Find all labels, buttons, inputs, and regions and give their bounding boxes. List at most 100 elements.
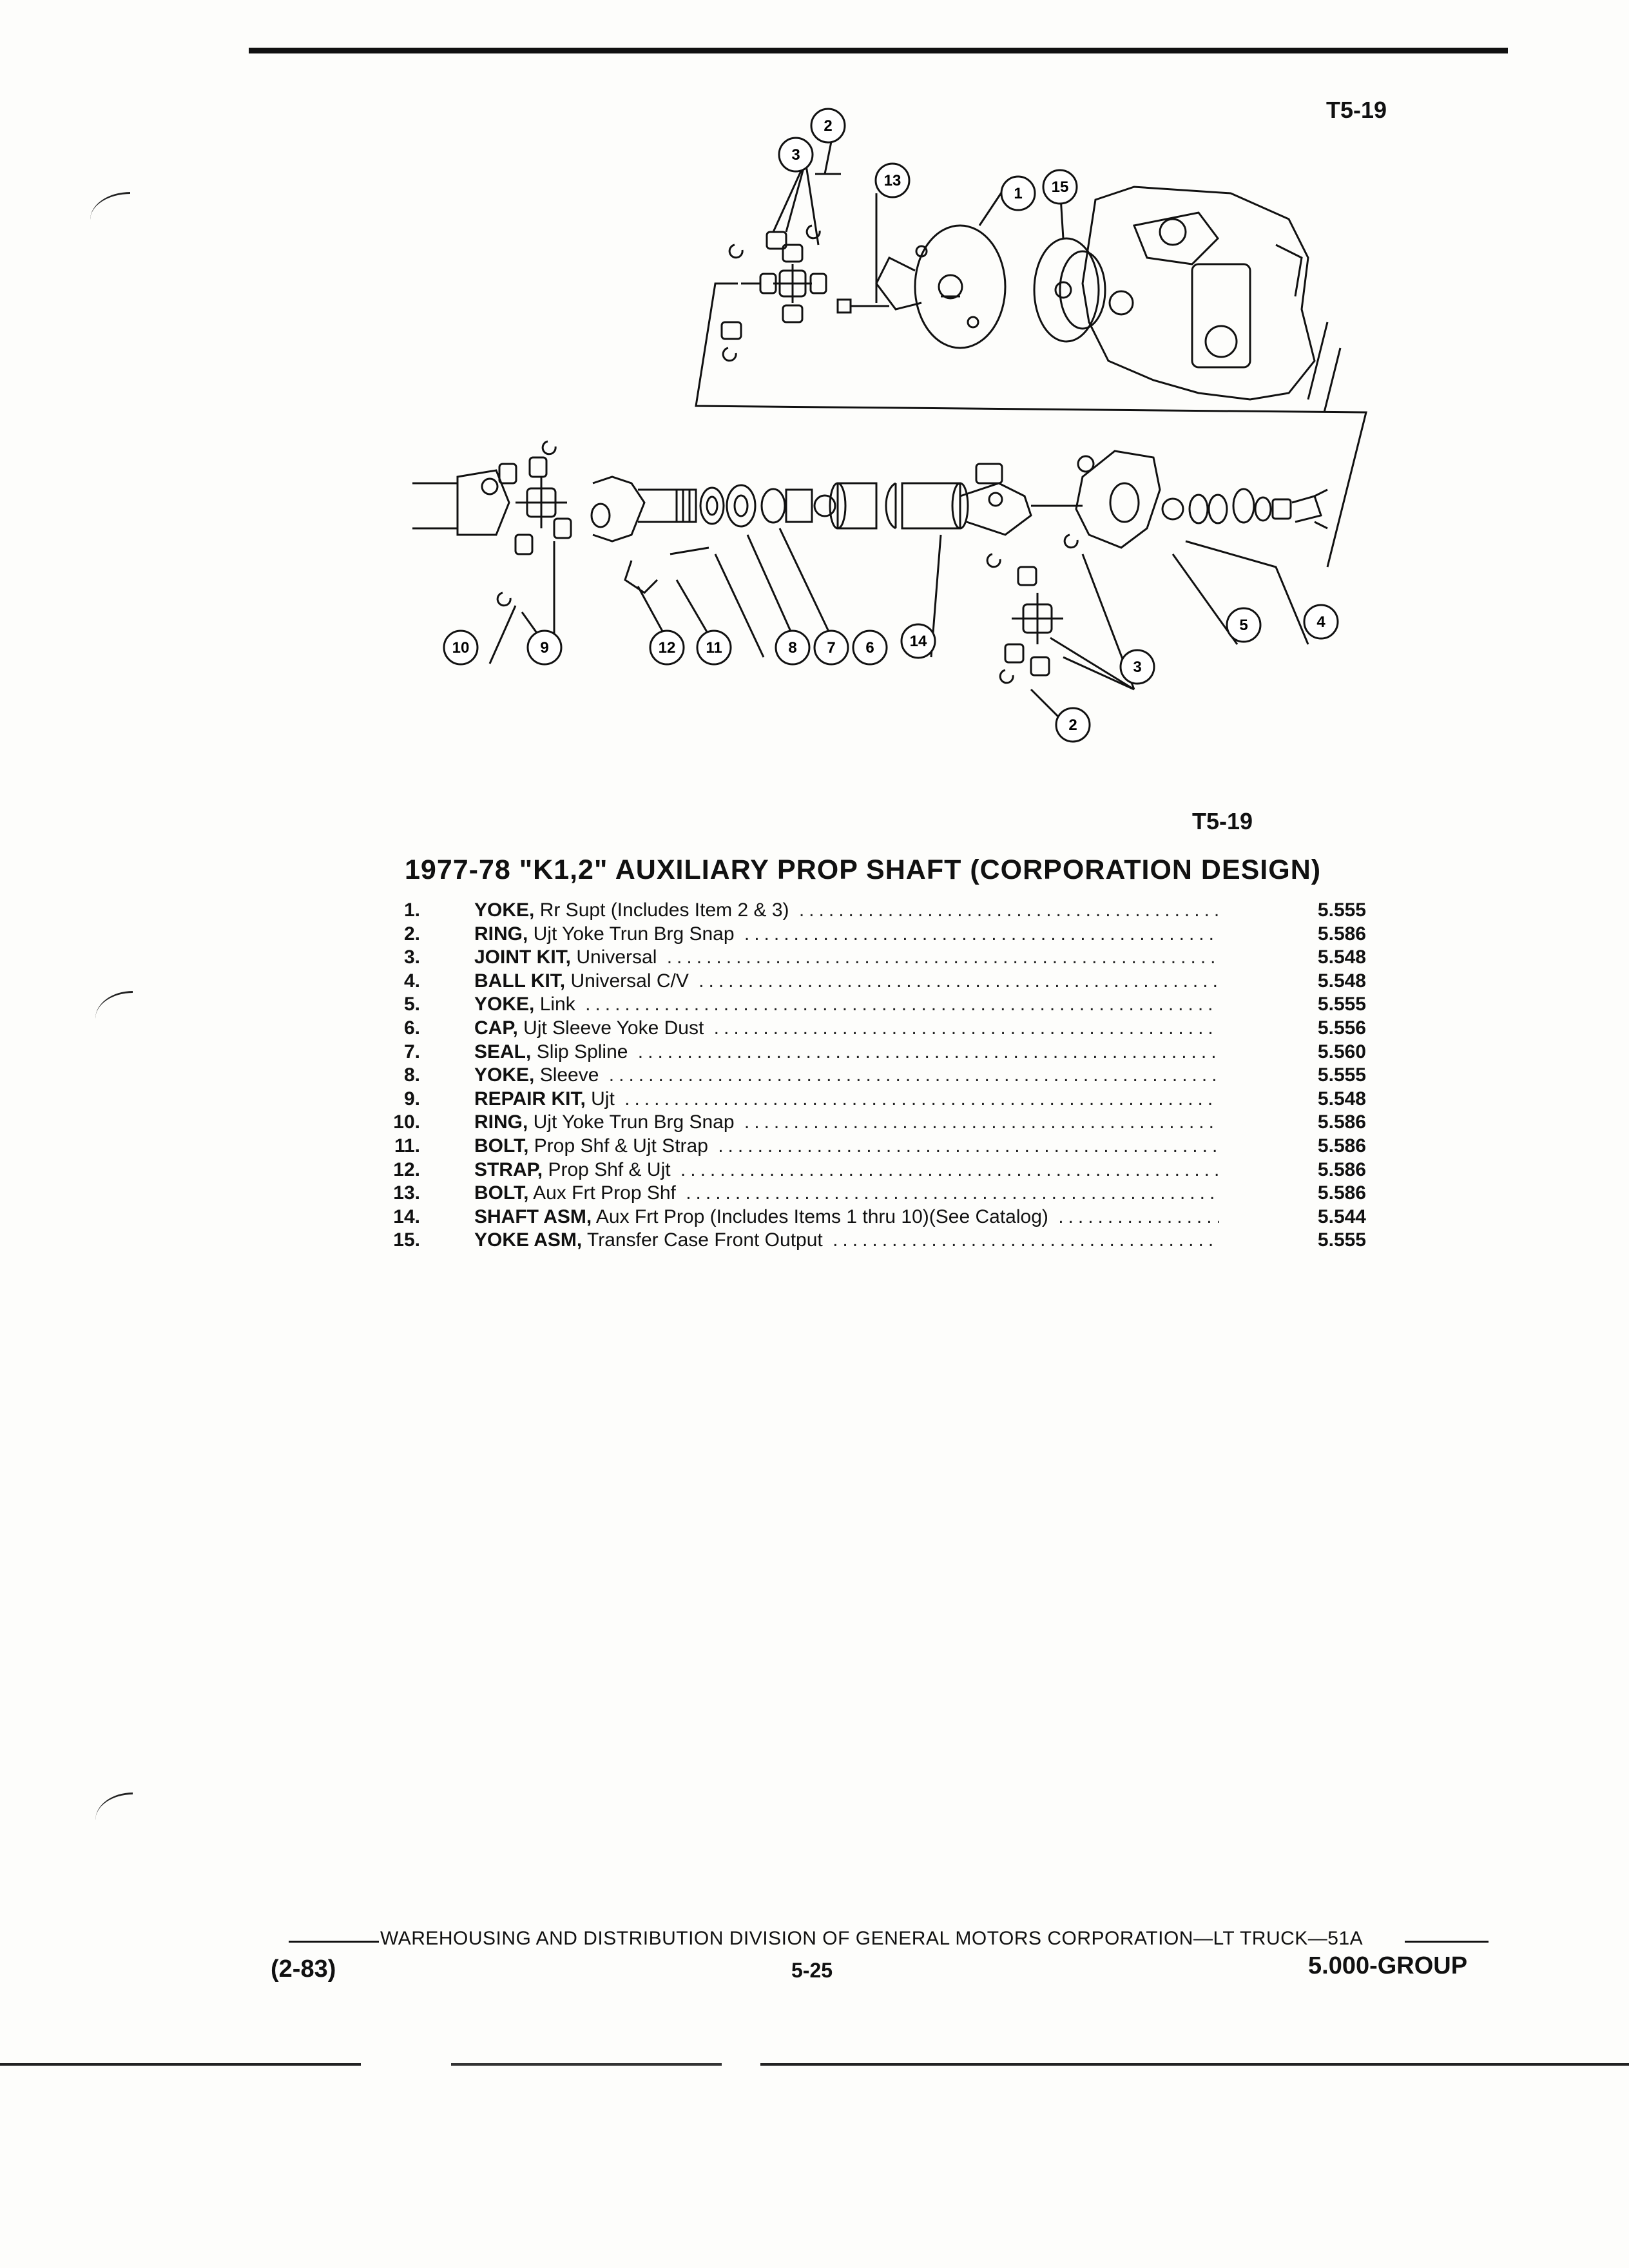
group-number: 5.556 [1317, 1017, 1366, 1039]
part-row: 9. REPAIR KIT, Ujt ......................… [361, 1088, 1366, 1111]
part-name: RING, [474, 923, 528, 945]
callout-4: 4 [1316, 613, 1325, 631]
part-description: REPAIR KIT, Ujt ........................… [474, 1088, 1219, 1111]
part-detail: Link [534, 994, 575, 1015]
part-detail: Universal [571, 947, 657, 968]
part-row: 10. RING, Ujt Yoke Trun Brg Snap ........… [361, 1111, 1366, 1135]
leader-dots: ........................................… [686, 1182, 1219, 1204]
callout-11: 11 [706, 639, 722, 657]
part-number: 7. [403, 1041, 420, 1062]
part-number: 1. [403, 899, 420, 921]
part-name: YOKE, [474, 899, 535, 921]
part-row: 2. RING, Ujt Yoke Trun Brg Snap .........… [361, 923, 1366, 947]
part-number: 14. [393, 1206, 420, 1227]
group-number: 5.555 [1317, 1064, 1366, 1086]
callout-2b: 2 [1068, 716, 1077, 734]
callout-2: 2 [824, 117, 832, 135]
section-title: 1977-78 "K1,2" AUXILIARY PROP SHAFT (COR… [405, 854, 1322, 885]
part-number: 9. [403, 1088, 420, 1110]
part-detail: Slip Spline [531, 1041, 628, 1062]
group-number: 5.555 [1317, 994, 1366, 1015]
part-row: 7. SEAL, Slip Spline ....................… [361, 1041, 1366, 1064]
part-name: BALL KIT, [474, 970, 566, 992]
part-detail: Prop Shf & Ujt Strap [528, 1135, 708, 1157]
part-description: SEAL, Slip Spline ......................… [474, 1041, 1219, 1064]
footer-group: 5.000-GROUP [1308, 1952, 1468, 1979]
group-number: 5.586 [1317, 1182, 1366, 1204]
part-number: 15. [393, 1229, 420, 1251]
part-description: BOLT, Prop Shf & Ujt Strap .............… [474, 1135, 1219, 1158]
margin-mark [95, 991, 133, 1019]
part-row: 8. YOKE, Sleeve .........................… [361, 1064, 1366, 1088]
part-detail: Aux Frt Prop Shf [528, 1182, 676, 1204]
leader-dots: ........................................… [833, 1229, 1219, 1251]
part-number: 8. [403, 1064, 420, 1086]
parts-list: 1. YOKE, Rr Supt (Includes Item 2 & 3) ..… [361, 899, 1366, 1253]
leader-dots: ........................................… [585, 994, 1219, 1015]
part-detail: Rr Supt (Includes Item 2 & 3) [534, 899, 789, 921]
part-detail: Universal C/V [565, 970, 689, 992]
part-description: JOINT KIT, Universal ...................… [474, 946, 1219, 970]
leader-dots: ........................................… [713, 1017, 1219, 1039]
group-number: 5.555 [1317, 1229, 1366, 1251]
part-name: CAP, [474, 1017, 518, 1039]
part-description: YOKE ASM, Transfer Case Front Output ...… [474, 1229, 1219, 1253]
leader-dots: ........................................… [680, 1158, 1219, 1180]
part-number: 2. [403, 923, 420, 945]
part-name: RING, [474, 1111, 528, 1133]
callout-3: 3 [791, 146, 800, 164]
callout-8: 8 [788, 639, 796, 657]
callout-6: 6 [865, 639, 874, 657]
callout-12: 12 [659, 639, 676, 657]
part-row: 4. BALL KIT, Universal C/V ..............… [361, 970, 1366, 994]
leader-dots: ........................................… [624, 1088, 1219, 1110]
part-row: 15. YOKE ASM, Transfer Case Front Output … [361, 1229, 1366, 1253]
part-detail: Ujt Sleeve Yoke Dust [517, 1017, 704, 1039]
leader-dots: ........................................… [666, 947, 1219, 968]
leader-dots: ........................................… [608, 1064, 1219, 1086]
exploded-view-illustration: 2 3 13 1 15 10 9 12 11 8 7 6 14 5 4 3 2 [412, 108, 1367, 743]
part-name: YOKE ASM, [474, 1229, 583, 1251]
leader-dots: ........................................… [699, 970, 1219, 992]
group-number: 5.586 [1317, 1111, 1366, 1133]
group-number: 5.586 [1317, 1158, 1366, 1180]
leader-dots: ........................................… [744, 923, 1219, 945]
leader-dots: ........................................… [798, 899, 1219, 921]
footer-date: (2-83) [271, 1956, 336, 1983]
part-description: BOLT, Aux Frt Prop Shf .................… [474, 1182, 1219, 1206]
leader-dots: ........................................… [718, 1135, 1219, 1157]
part-number: 10. [393, 1111, 420, 1133]
group-number: 5.555 [1317, 899, 1366, 921]
part-description: STRAP, Prop Shf & Ujt ..................… [474, 1158, 1219, 1182]
part-number: 3. [403, 947, 420, 968]
margin-mark [95, 1792, 133, 1820]
part-detail: Transfer Case Front Output [582, 1229, 823, 1251]
callout-1: 1 [1014, 185, 1022, 202]
footer-dash-right [1405, 1941, 1489, 1943]
part-name: REPAIR KIT, [474, 1088, 586, 1110]
part-description: YOKE, Rr Supt (Includes Item 2 & 3) ....… [474, 899, 1219, 923]
group-number: 5.586 [1317, 923, 1366, 945]
margin-mark [90, 192, 130, 220]
part-detail: Ujt Yoke Trun Brg Snap [528, 923, 735, 945]
part-description: YOKE, Sleeve ...........................… [474, 1064, 1219, 1088]
callout-5: 5 [1239, 617, 1248, 634]
part-detail: Aux Frt Prop (Includes Items 1 thru 10)(… [592, 1206, 1048, 1227]
part-description: SHAFT ASM, Aux Frt Prop (Includes Items … [474, 1206, 1219, 1229]
part-detail: Prop Shf & Ujt [543, 1158, 671, 1180]
top-rule [249, 48, 1508, 53]
part-description: RING, Ujt Yoke Trun Brg Snap ...........… [474, 923, 1219, 947]
part-name: BOLT, [474, 1182, 529, 1204]
part-number: 4. [403, 970, 420, 992]
callout-9: 9 [540, 639, 548, 657]
group-number: 5.548 [1317, 1088, 1366, 1110]
bottom-rule [0, 2063, 1629, 2066]
part-description: YOKE, Link .............................… [474, 993, 1219, 1017]
part-name: SEAL, [474, 1041, 532, 1062]
part-number: 12. [393, 1158, 420, 1180]
group-number: 5.548 [1317, 970, 1366, 992]
leader-dots: ........................................… [744, 1111, 1219, 1133]
footer-dash-left [289, 1941, 379, 1943]
part-description: RING, Ujt Yoke Trun Brg Snap ...........… [474, 1111, 1219, 1135]
group-number: 5.548 [1317, 947, 1366, 968]
